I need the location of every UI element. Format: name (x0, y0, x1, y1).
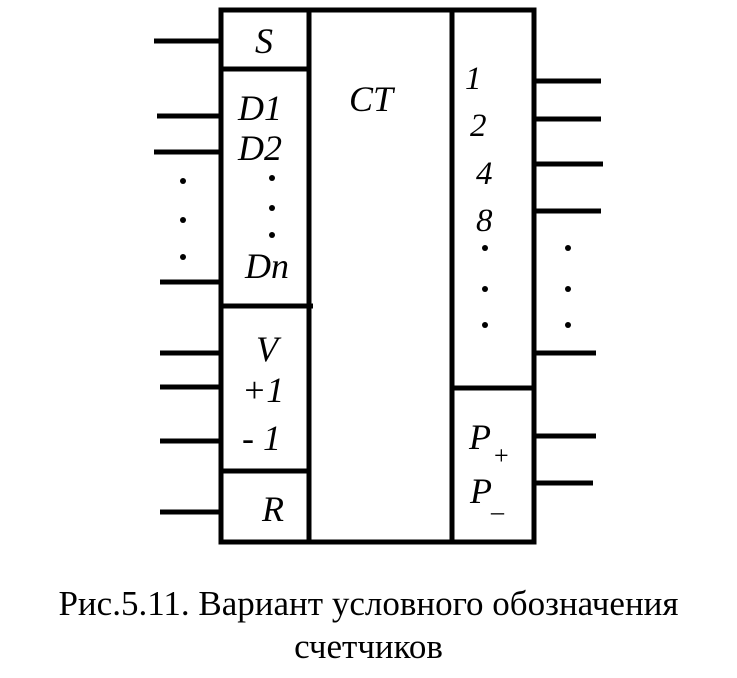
caption-line-1: Рис.5.11. Вариант условного обозначения (58, 584, 679, 623)
label-count-down: - 1 (242, 418, 281, 458)
label-d2: D2 (237, 128, 282, 168)
output-pins-ellipsis (565, 245, 571, 328)
label-reset: R (261, 489, 284, 529)
label-carry-minus-sub: _ (490, 488, 505, 517)
label-weight-1: 1 (465, 61, 482, 97)
label-d1: D1 (237, 88, 282, 128)
label-carry-plus-sub: + (494, 441, 509, 470)
counter-block-outline (218, 7, 537, 545)
label-weight-8: 8 (476, 203, 493, 239)
label-set: S (255, 21, 273, 61)
label-title: CT (349, 79, 396, 119)
label-count-up: +1 (242, 370, 284, 410)
label-carry-minus: P (469, 471, 492, 511)
label-dn: Dn (244, 246, 289, 286)
label-carry-plus: P (468, 417, 491, 457)
label-weight-2: 2 (470, 108, 487, 144)
data-inputs-ellipsis (269, 175, 275, 238)
weight-outputs-ellipsis (482, 245, 488, 328)
counter-diagram: CT S D1 D2 Dn V +1 - 1 R 1 2 4 8 P + P _ (154, 7, 603, 545)
label-weight-4: 4 (476, 156, 493, 192)
caption-line-2: счетчиков (294, 627, 443, 666)
figure-caption: Рис.5.11. Вариант условного обозначения … (0, 582, 737, 668)
input-pins-ellipsis (180, 178, 186, 260)
label-enable: V (256, 329, 282, 369)
